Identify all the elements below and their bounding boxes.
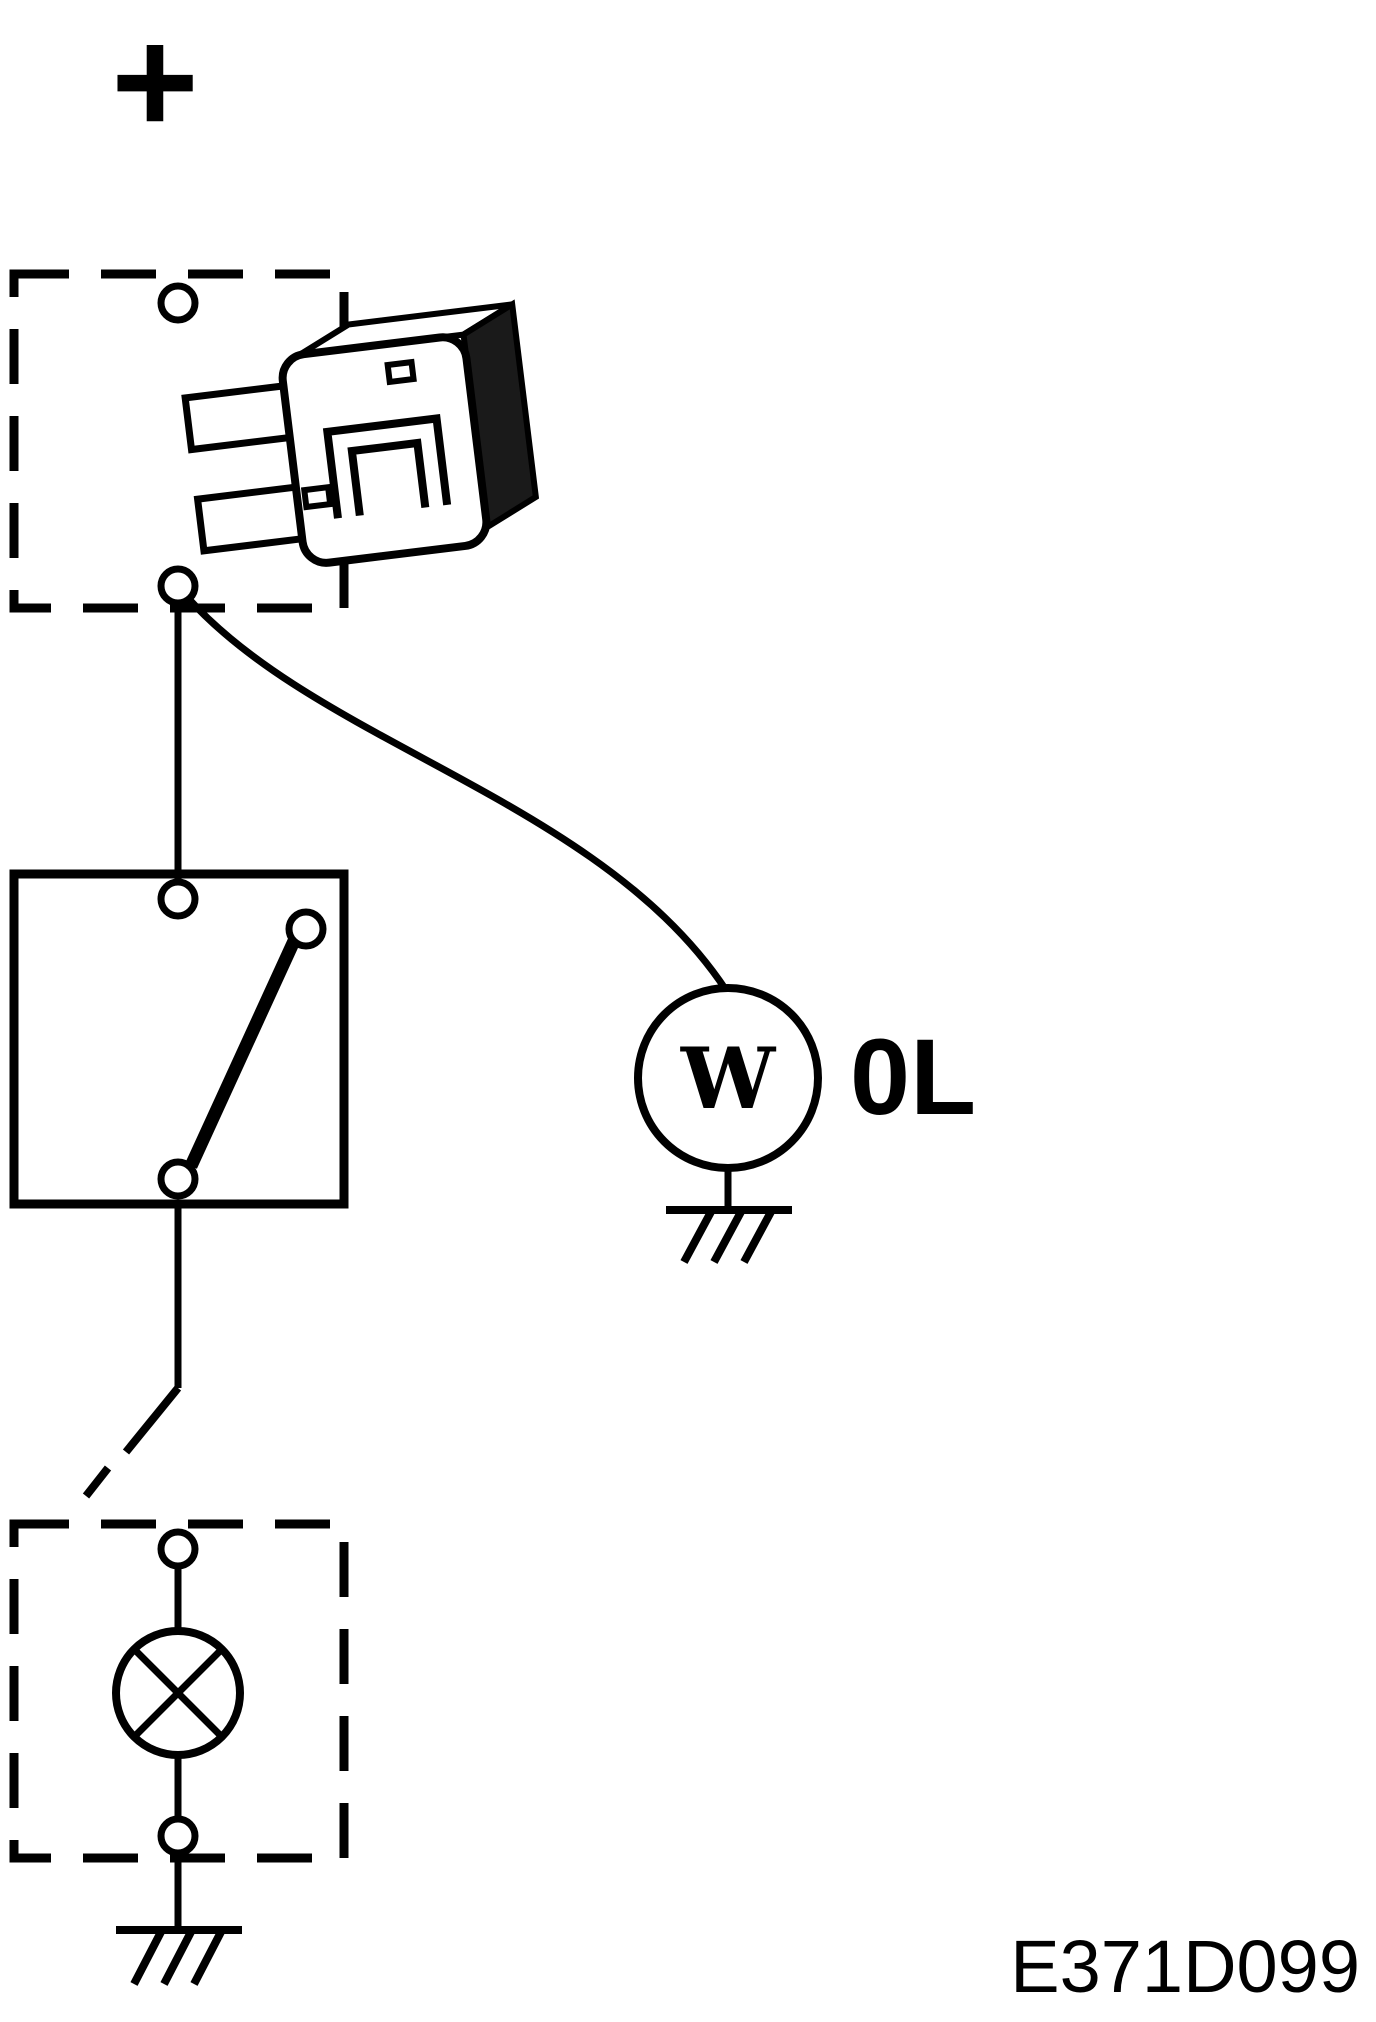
switch-arm-icon (185, 938, 300, 1169)
ground-icon (666, 1206, 792, 1264)
figure-code: E371D099 (1010, 1925, 1360, 2008)
ground-icon (116, 1926, 242, 1986)
fuse-mark-bottom (300, 483, 334, 511)
battery-positive-symbol: + (111, 0, 199, 165)
fuse-element-outer (322, 414, 452, 519)
blade-fuse-icon (181, 299, 540, 567)
terminal (157, 1158, 199, 1200)
terminal (157, 565, 199, 607)
open-contact-arm (122, 1385, 182, 1455)
terminal (157, 878, 199, 920)
terminal (157, 282, 199, 324)
terminal (157, 1815, 199, 1857)
open-contact-tail (82, 1465, 112, 1499)
meter-w: W (634, 984, 822, 1172)
terminal (285, 908, 327, 950)
fuse-mark-top (384, 358, 417, 386)
meter-label: 0L (850, 1016, 976, 1137)
meter-letter: W (680, 1029, 777, 1128)
wire-fuse-to-meter (185, 595, 729, 992)
fuse-blade-bottom (193, 482, 311, 555)
lamp-icon (112, 1627, 244, 1759)
fuse-element-inner (347, 438, 430, 517)
fuse-blade-top (181, 381, 298, 454)
terminal (157, 1528, 199, 1570)
